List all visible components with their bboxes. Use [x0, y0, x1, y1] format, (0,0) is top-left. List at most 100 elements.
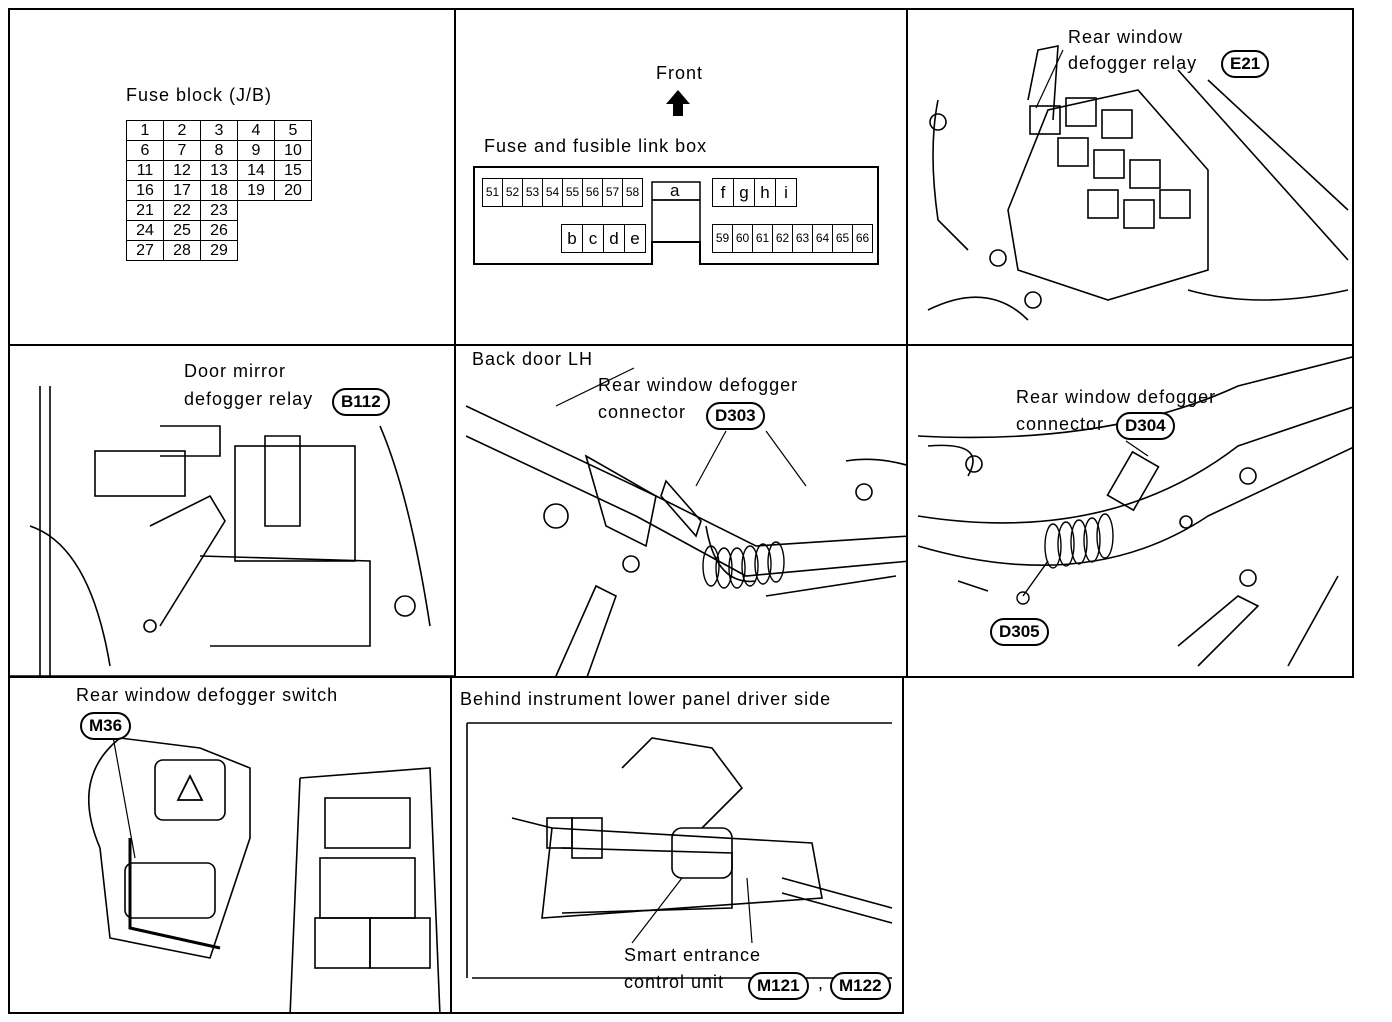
connector-m36: M36: [80, 712, 132, 740]
fuse-cell: 7: [163, 140, 201, 161]
fusible-link-slot: e: [630, 229, 640, 248]
back-door-title: Back door LH: [472, 349, 594, 369]
fuse-cell: 20: [274, 180, 312, 201]
fuse-cell: 26: [200, 220, 238, 241]
hazard-icon: [176, 773, 204, 801]
connector-b112: B112: [332, 388, 390, 416]
fuse-slot: 57: [603, 179, 623, 206]
relay-box-illustration: [927, 45, 1349, 321]
fuse-slot: 60: [733, 225, 753, 252]
connector-d303: D303: [706, 402, 765, 430]
fuse-cell: 8: [200, 140, 238, 161]
relay-label-line1: Rear window: [1068, 27, 1184, 47]
fuse-slot: 62: [773, 225, 793, 252]
fuse-cell: 6: [126, 140, 164, 161]
fuse-cell: 24: [126, 220, 164, 241]
fuse-cell: 2: [163, 120, 201, 141]
connector-e21: E21: [1221, 50, 1270, 78]
fusible-link-slot: i: [784, 183, 788, 202]
fuse-cell: 22: [163, 200, 201, 221]
front-label: Front: [656, 63, 704, 83]
connector-m121: M121: [748, 972, 809, 1000]
fuse-slot: 53: [523, 179, 543, 206]
fusible-link-slot: f: [713, 179, 734, 206]
fuse-cell: 17: [163, 180, 201, 201]
door-mirror-relay-illustration: [10, 386, 454, 676]
fusible-link-slot: d: [604, 225, 625, 252]
fuse-slot: 56: [583, 179, 603, 206]
back-door-panel: Back door LH Rear window defogger connec…: [454, 344, 908, 678]
instrument-lower-panel: Behind instrument lower panel driver sid…: [450, 676, 904, 1014]
back-door-label-line1: Rear window defogger: [598, 375, 799, 395]
d304-label-line1: Rear window defogger: [1016, 387, 1217, 407]
back-door-illustration: [465, 367, 906, 676]
fuse-cell: 12: [163, 160, 201, 181]
fuse-slot: 66: [855, 231, 870, 245]
defogger-relay-panel: Rear window defogger relay E21: [906, 8, 1354, 346]
switch-title: Rear window defogger switch: [76, 685, 339, 705]
fuse-slot: 52: [503, 179, 523, 206]
fuse-cell: 16: [126, 180, 164, 201]
fuse-cell: 15: [274, 160, 312, 181]
fuse-slot: 58: [625, 185, 640, 199]
instrument-panel-title: Behind instrument lower panel driver sid…: [460, 689, 832, 709]
fusible-link-slot: c: [583, 225, 604, 252]
door-mirror-label-line1: Door mirror: [184, 361, 287, 381]
fuse-cell: 9: [237, 140, 275, 161]
link-a: a: [670, 181, 681, 200]
door-mirror-label-line2: defogger relay: [184, 389, 314, 409]
connector-d305: D305: [990, 618, 1049, 646]
defogger-connector-d304-panel: Rear window defogger connector D304 D305: [906, 344, 1354, 678]
fuse-cell: 21: [126, 200, 164, 221]
fuse-slot: 64: [813, 225, 833, 252]
fuse-cell: 1: [126, 120, 164, 141]
connector-m122: M122: [830, 972, 891, 1000]
connector-d304: D304: [1116, 412, 1175, 440]
fusible-link-slot: b: [562, 225, 583, 252]
fuse-slot: 61: [753, 225, 773, 252]
fuse-cell: 3: [200, 120, 238, 141]
fuse-cell: 5: [274, 120, 312, 141]
fuse-cell: 25: [163, 220, 201, 241]
fuse-cell: 13: [200, 160, 238, 181]
relay-label-line2: defogger relay: [1068, 53, 1198, 73]
connector-separator: ,: [818, 973, 825, 993]
fuse-slot: 59: [713, 225, 733, 252]
fuse-cell: 29: [200, 240, 238, 261]
back-door-label-line2: connector: [598, 402, 687, 422]
fuse-slot: 55: [563, 179, 583, 206]
fusible-link-slot: g: [734, 179, 755, 206]
fuse-cell: 23: [200, 200, 238, 221]
fuse-cell: 4: [237, 120, 275, 141]
smart-entrance-line2: control unit: [624, 972, 725, 992]
d304-illustration: [917, 356, 1352, 667]
fuse-cell: 28: [163, 240, 201, 261]
smart-entrance-line1: Smart entrance: [624, 945, 762, 965]
door-mirror-relay-panel: Door mirror defogger relay B112: [8, 344, 456, 678]
fuse-cell: 10: [274, 140, 312, 161]
fusible-link-slot: h: [755, 179, 776, 206]
fuse-slot: 65: [833, 225, 853, 252]
fuse-cell: 11: [126, 160, 164, 181]
fusible-link-box-title: Fuse and fusible link box: [484, 136, 708, 156]
fuse-slot: 54: [543, 179, 563, 206]
fuse-slot: 51: [483, 179, 503, 206]
fuse-cell: 19: [237, 180, 275, 201]
defogger-switch-panel: Rear window defogger switch M36: [8, 676, 456, 1014]
front-arrow-icon: [473, 90, 879, 265]
d304-label-line2: connector: [1016, 414, 1105, 434]
fuse-cell: 27: [126, 240, 164, 261]
instrument-panel-illustration: [466, 722, 893, 979]
switch-illustration: [88, 719, 441, 1012]
fuse-slot: 63: [793, 225, 813, 252]
fuse-cell: 14: [237, 160, 275, 181]
fuse-cell: 18: [200, 180, 238, 201]
fuse-block-title: Fuse block (J/B): [126, 85, 273, 105]
